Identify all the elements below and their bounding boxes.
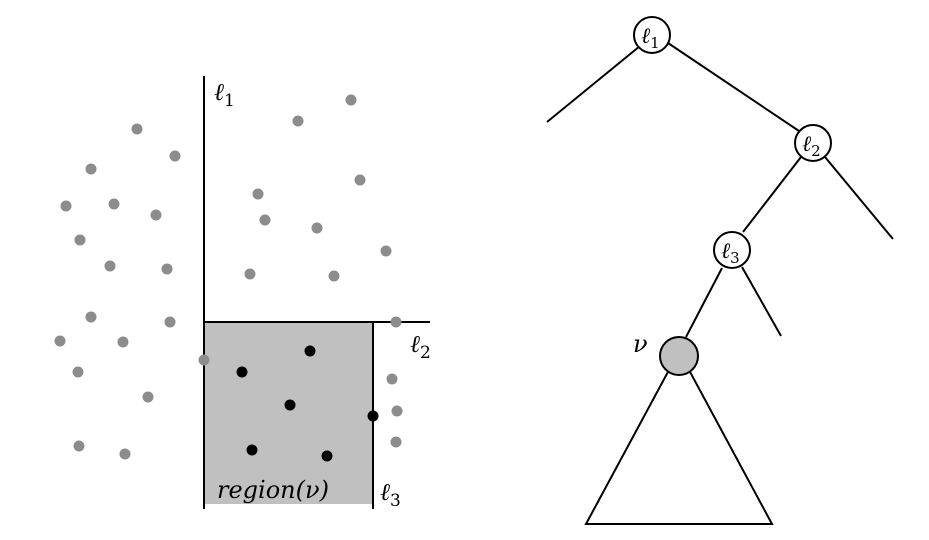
edge-l2-l3 <box>742 156 802 233</box>
region-nu-shaded <box>204 322 373 504</box>
tree-node-nu <box>659 336 699 376</box>
region-nu-label: region(ν) <box>217 476 329 504</box>
gray-point <box>117 336 129 348</box>
gray-point <box>161 263 173 275</box>
gray-point <box>390 316 402 328</box>
edge-l1-left <box>546 45 641 123</box>
gray-points <box>54 94 403 460</box>
gray-point <box>85 311 97 323</box>
tree-node-l2 <box>794 124 832 162</box>
edge-l3-right <box>741 266 782 337</box>
gray-point <box>150 209 162 221</box>
gray-point <box>386 373 398 385</box>
black-point <box>367 410 379 422</box>
black-point <box>321 450 333 462</box>
tree-node-l2-label: ℓ2 <box>802 132 821 160</box>
tree-panel: ℓ1 ℓ2 ℓ3 ν <box>546 16 894 525</box>
gray-point <box>311 222 323 234</box>
tree-node-l1-label: ℓ1 <box>641 24 660 52</box>
black-point <box>284 399 296 411</box>
gray-point <box>345 94 357 106</box>
gray-point <box>252 188 264 200</box>
gray-point <box>119 448 131 460</box>
tree-node-l1 <box>633 16 671 54</box>
edge-l2-right <box>824 156 894 240</box>
gray-point <box>131 123 143 135</box>
gray-point <box>142 391 154 403</box>
edge-l3-nu <box>685 267 723 338</box>
gray-point <box>72 366 84 378</box>
black-point <box>304 345 316 357</box>
gray-point <box>198 354 210 366</box>
tree-node-l3-label: ℓ3 <box>721 239 740 267</box>
point-set-panel: ℓ1 ℓ2 ℓ3 region(ν) <box>54 76 431 511</box>
gray-point <box>74 234 86 246</box>
gray-point <box>85 163 97 175</box>
gray-point <box>244 268 256 280</box>
black-point <box>236 366 248 378</box>
gray-point <box>164 316 176 328</box>
gray-point <box>108 198 120 210</box>
label-l2: ℓ2 <box>410 330 431 363</box>
label-l3: ℓ3 <box>380 478 401 511</box>
black-points <box>236 345 379 462</box>
gray-point <box>169 150 181 162</box>
edge-l1-l2 <box>667 42 800 132</box>
tree-node-l3 <box>713 231 751 269</box>
black-point <box>246 444 258 456</box>
gray-point <box>380 245 392 257</box>
label-l1: ℓ1 <box>214 78 235 111</box>
gray-point <box>54 335 66 347</box>
gray-point <box>104 260 116 272</box>
gray-point <box>391 405 403 417</box>
gray-point <box>73 440 85 452</box>
gray-point <box>390 436 402 448</box>
tree-node-nu-label: ν <box>633 330 648 358</box>
gray-point <box>259 214 271 226</box>
gray-point <box>292 115 304 127</box>
subtree-triangle <box>584 369 774 525</box>
gray-point <box>328 270 340 282</box>
gray-point <box>354 174 366 186</box>
gray-point <box>60 200 72 212</box>
